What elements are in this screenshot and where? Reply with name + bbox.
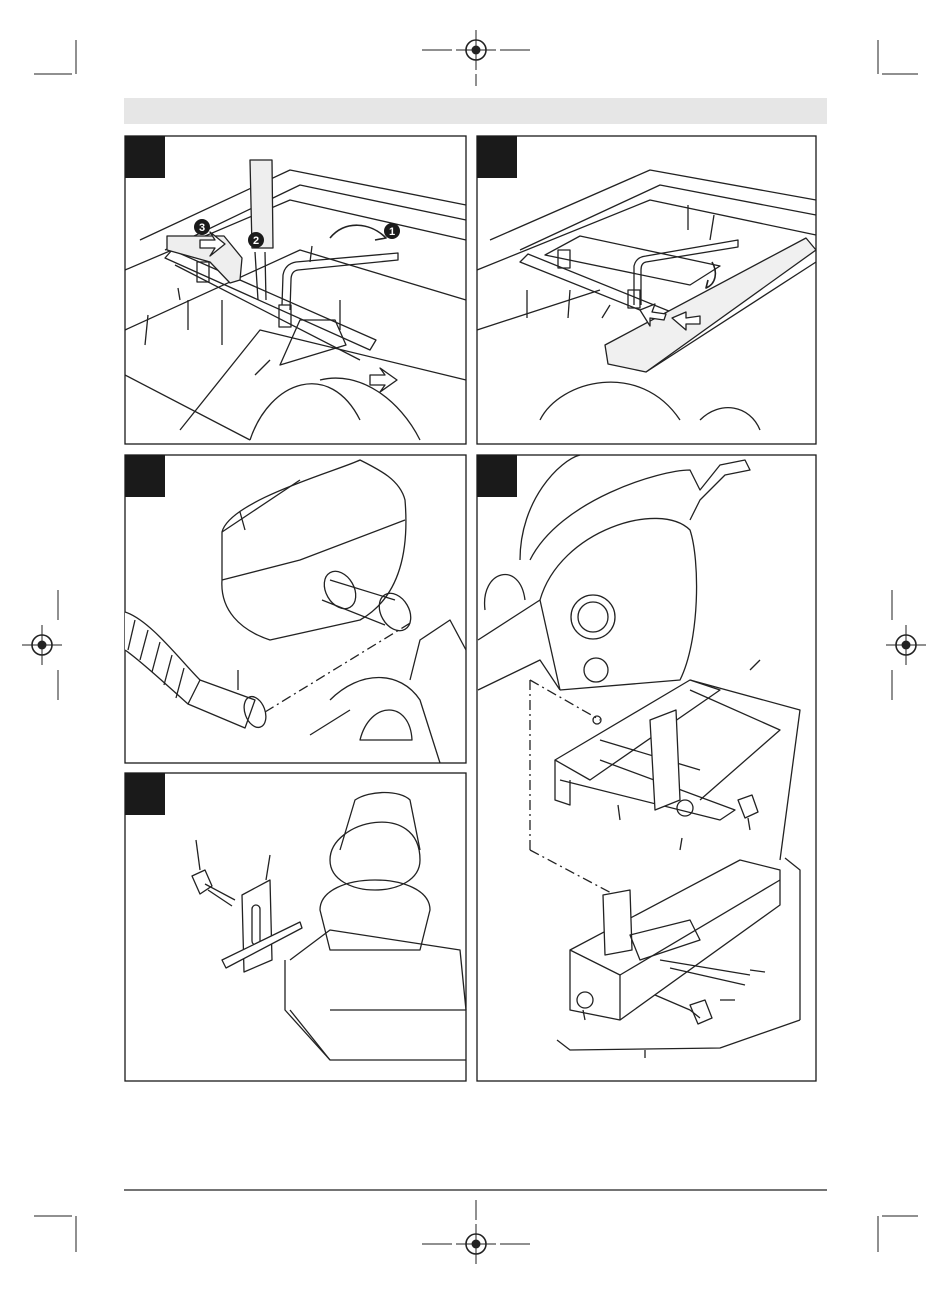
figure-b	[477, 136, 816, 444]
figure-badge	[477, 455, 517, 497]
figure-badge	[125, 455, 165, 497]
figure-d	[125, 773, 466, 1081]
registration-mark-icon	[886, 625, 926, 665]
figure-badge	[125, 773, 165, 815]
svg-text:1: 1	[389, 226, 395, 238]
figure-badge	[125, 136, 165, 178]
figure-badge	[477, 136, 517, 178]
figure-e	[477, 455, 816, 1081]
header-bar	[124, 98, 827, 124]
registration-mark-icon	[456, 1224, 496, 1264]
svg-text:2: 2	[253, 235, 259, 247]
registration-mark-icon	[22, 625, 62, 665]
registration-mark-icon	[456, 30, 496, 70]
figure-a: 1 2 3	[125, 136, 466, 444]
svg-text:3: 3	[199, 222, 205, 234]
figure-c	[125, 455, 466, 763]
